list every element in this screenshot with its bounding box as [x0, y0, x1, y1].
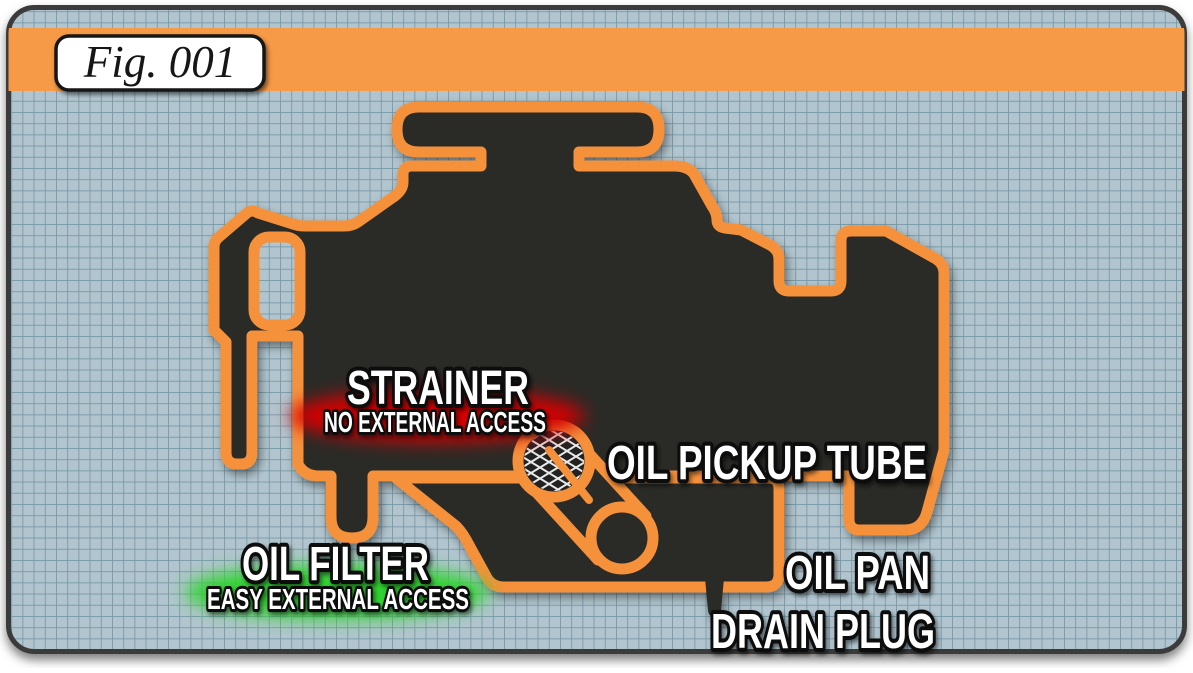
- drain-plug-shape: [705, 578, 724, 617]
- oil-filter-label: OIL FILTER: [242, 538, 429, 591]
- pickup-tube-open-end: [585, 501, 659, 575]
- strainer-label: STRAINER: [347, 362, 529, 415]
- oil-pan-label: OIL PAN: [785, 547, 930, 600]
- oil-filter-green-glow: [185, 565, 489, 619]
- oil-pickup-tube-label: OIL PICKUP TUBE: [607, 437, 927, 490]
- oil-filter-sublabel: EASY EXTERNAL ACCESS: [207, 584, 469, 616]
- oil-pickup-tube-shape: [512, 419, 659, 575]
- drain-plug-label: DRAIN PLUG: [711, 605, 935, 659]
- strainer-stub-line: [545, 446, 593, 504]
- left-bracket-slot: [248, 231, 306, 331]
- figure-plate-box: [54, 34, 266, 92]
- strainer-red-glow: [289, 390, 585, 442]
- figure-plate: Fig. 001: [54, 34, 266, 92]
- strainer-sublabel: NO EXTERNAL ACCESS: [324, 407, 546, 439]
- figure-plate-label: Fig. 001: [83, 37, 237, 87]
